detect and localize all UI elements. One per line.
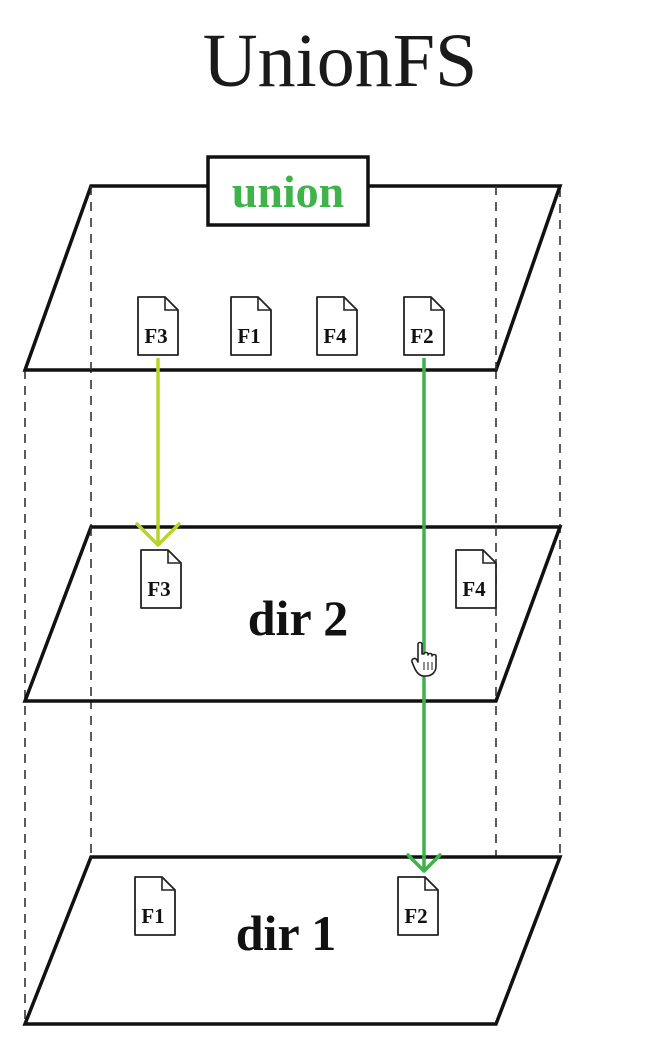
dir2-file-f3-label: F3 — [147, 577, 170, 601]
union-file-f3-label: F3 — [144, 324, 167, 348]
arrow-f2-union-to-dir1 — [406, 358, 442, 873]
union-file-f4-label: F4 — [323, 324, 347, 348]
dir1-file-f2: F2 — [397, 876, 439, 936]
dir1-file-f1: F1 — [134, 876, 176, 936]
union-file-f3: F3 — [137, 296, 179, 356]
union-file-f2: F2 — [403, 296, 445, 356]
dir2-file-f3: F3 — [140, 549, 182, 609]
dir2-label: dir 2 — [248, 590, 349, 646]
dir1-label: dir 1 — [236, 905, 337, 961]
layer-union: union F3 F1 F4 F2 — [22, 155, 563, 372]
union-file-f1-label: F1 — [237, 324, 260, 348]
union-file-f1: F1 — [230, 296, 272, 356]
union-label: union — [232, 166, 345, 217]
union-file-f4: F4 — [316, 296, 358, 356]
dir1-file-f2-label: F2 — [404, 904, 427, 928]
dir1-file-f1-label: F1 — [141, 904, 164, 928]
diagram-title: UnionFS — [203, 19, 478, 103]
union-file-f2-label: F2 — [410, 324, 433, 348]
dir2-file-f4: F4 — [455, 549, 497, 609]
layer-dir2: F3 F4 dir 2 — [22, 525, 563, 703]
layer-dir1: F1 F2 dir 1 — [22, 855, 563, 1026]
union-label-box — [206, 155, 370, 227]
hand-pointer-icon — [411, 641, 437, 677]
arrow-f3-union-to-dir2 — [135, 358, 181, 547]
dir2-file-f4-label: F4 — [462, 577, 486, 601]
